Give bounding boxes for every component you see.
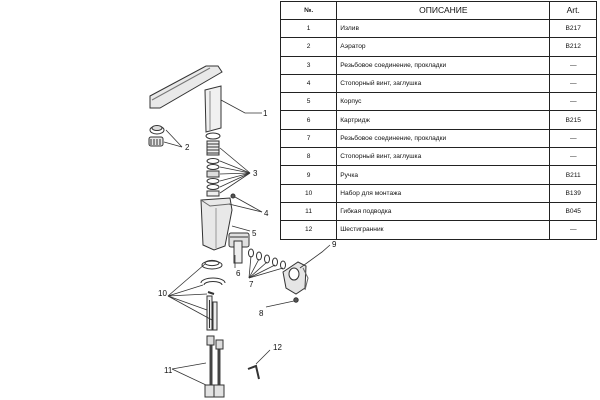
cartridge-part (228, 232, 250, 264)
row-article: B217 (549, 18, 597, 39)
seals-stack-part (205, 132, 221, 197)
body-part (200, 197, 233, 251)
callout-6: 6 (236, 269, 241, 278)
connector-rings-part (248, 248, 286, 270)
row-description: Стопорный винт, заглушка (336, 147, 551, 167)
callout-4: 4 (264, 209, 269, 218)
row-article: — (549, 92, 597, 112)
callout-9: 9 (332, 240, 337, 249)
row-article: B211 (549, 165, 597, 185)
row-number: 10 (279, 183, 338, 203)
aerator-part (148, 125, 165, 147)
hex-key-part (247, 364, 260, 380)
row-number: 5 (279, 92, 338, 112)
row-description: Аэратор (336, 37, 551, 57)
row-number: 3 (279, 55, 338, 75)
callout-5: 5 (252, 229, 257, 238)
row-number: 11 (279, 201, 338, 222)
row-article: B212 (549, 37, 597, 57)
row-description: Ручка (336, 165, 551, 185)
row-description: Резьбовое соединение, прокладки (336, 128, 551, 149)
row-article: — (549, 220, 597, 240)
row-number: 8 (279, 147, 338, 167)
handle-part (282, 261, 309, 295)
leader-lines (163, 99, 331, 386)
callout-11: 11 (164, 366, 173, 375)
row-number: 6 (279, 110, 338, 130)
callout-2: 2 (185, 143, 190, 152)
row-description: Стопорный винт, заглушка (336, 73, 551, 94)
row-article: B139 (549, 183, 597, 203)
row-description: Шестигранник (336, 220, 551, 240)
row-article: B215 (549, 110, 597, 130)
table-header-row: №. ОПИСАНИЕ Art. (279, 1, 597, 20)
row-article: — (549, 73, 597, 94)
row-number: 4 (279, 73, 338, 94)
callout-10: 10 (158, 289, 167, 298)
header-article: Art. (549, 1, 597, 20)
mounting-kit-part (200, 259, 226, 331)
spout-part (149, 65, 223, 133)
row-description: Корпус (336, 92, 551, 112)
callout-labels: 1 2 3 4 5 6 7 8 9 10 11 12 (158, 109, 337, 375)
row-description: Гибкая подводка (336, 201, 551, 222)
row-number: 7 (279, 128, 338, 149)
handle-screw-part (293, 297, 299, 303)
row-number: 2 (279, 37, 338, 57)
callout-7: 7 (249, 280, 254, 289)
header-no: №. (279, 1, 338, 20)
callout-3: 3 (253, 169, 258, 178)
header-description: ОПИСАНИЕ (336, 1, 551, 20)
flexible-hoses-part (204, 335, 225, 398)
row-description: Набор для монтажа (336, 183, 551, 203)
row-number: 12 (279, 220, 338, 240)
row-description: Картридж (336, 110, 551, 130)
row-article: — (549, 128, 597, 149)
callout-12: 12 (273, 343, 282, 352)
row-article: — (549, 55, 597, 75)
callout-8: 8 (259, 309, 264, 318)
row-description: Резьбовое соединение, прокладки (336, 55, 551, 75)
row-number: 1 (279, 18, 338, 39)
row-article: — (549, 147, 597, 167)
row-article: B045 (549, 201, 597, 222)
callout-1: 1 (263, 109, 268, 118)
row-description: Излив (336, 18, 551, 39)
row-number: 9 (279, 165, 338, 185)
